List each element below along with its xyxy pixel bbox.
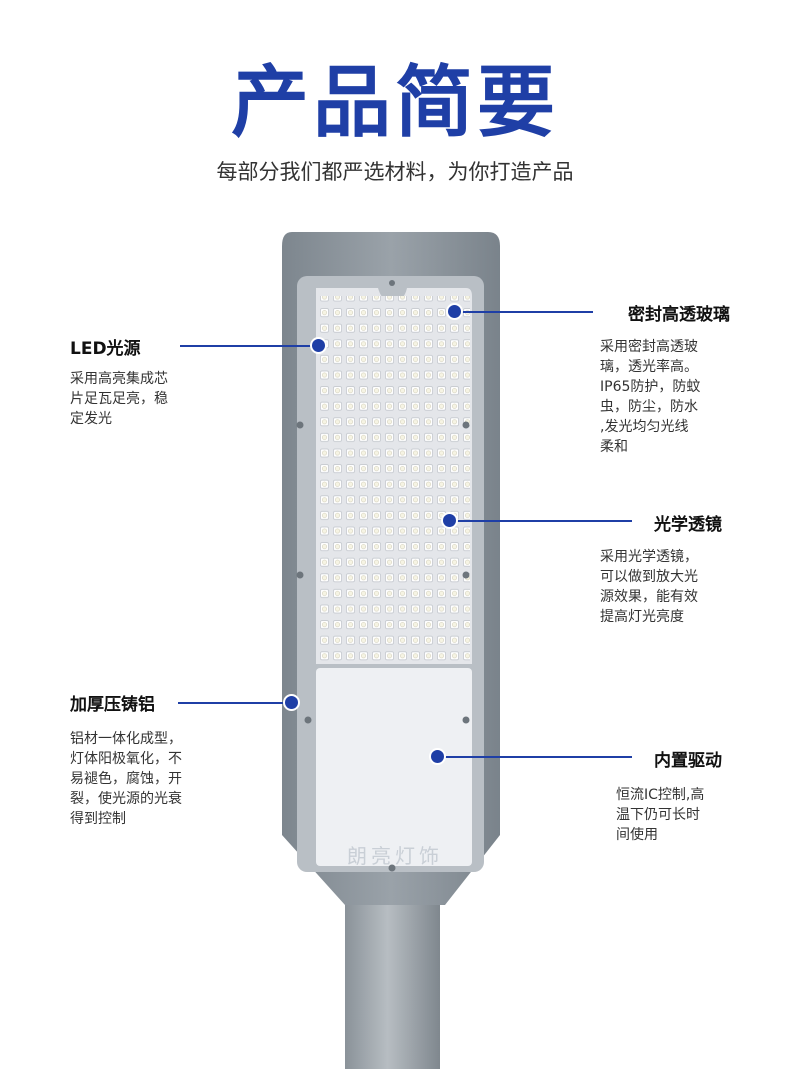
feature-glass: 密封高透玻璃 采用密封高透玻 璃，透光率高。 IP65防护，防蚊 虫，防尘，防水… <box>600 300 730 457</box>
connector-driver <box>438 756 632 758</box>
desc-line: 采用光学透镜， <box>600 549 698 565</box>
desc-line: 璃，透光率高。 <box>600 359 698 375</box>
connector-lens <box>450 520 632 522</box>
desc-line: 虫，防尘，防水 <box>600 399 698 415</box>
desc-line: 温下仍可长时 <box>616 807 700 823</box>
feature-aluminum: 加厚压铸铝 铝材一体化成型， 灯体阳极氧化，不 易褪色，腐蚀，开 裂，使光源的光… <box>70 690 230 829</box>
connector-led <box>180 345 320 347</box>
desc-line: IP65防护，防蚊 <box>600 379 701 395</box>
desc-line: 柔和 <box>600 439 628 455</box>
feature-lens: 光学透镜 采用光学透镜， 可以做到放大光 源效果，能有效 提高灯光亮度 <box>600 510 722 627</box>
marker-driver <box>429 748 446 765</box>
feature-driver-heading: 内置驱动 <box>654 751 722 771</box>
connector-aluminum <box>178 702 288 704</box>
desc-line: 铝材一体化成型， <box>70 731 182 747</box>
desc-line: 片足瓦足亮，稳 <box>70 391 168 407</box>
desc-line: 提高灯光亮度 <box>600 609 684 625</box>
desc-line: 间使用 <box>616 827 658 843</box>
marker-lens <box>441 512 458 529</box>
feature-aluminum-heading: 加厚压铸铝 <box>70 695 155 715</box>
desc-line: 裂，使光源的光衰 <box>70 791 182 807</box>
desc-line: 易褪色，腐蚀，开 <box>70 771 182 787</box>
feature-led-heading: LED光源 <box>70 339 141 359</box>
feature-glass-heading: 密封高透玻璃 <box>628 305 730 325</box>
feature-lens-heading: 光学透镜 <box>654 515 722 535</box>
desc-line: 定发光 <box>70 411 112 427</box>
desc-line: 采用高亮集成芯 <box>70 371 168 387</box>
page-title: 产品简要 <box>230 58 559 148</box>
desc-line: 灯体阳极氧化，不 <box>70 751 182 767</box>
brand-watermark: 朗亮灯饰 <box>347 844 443 868</box>
desc-line: 源效果，能有效 <box>600 589 698 605</box>
desc-line: ,发光均匀光线 <box>600 419 689 435</box>
feature-led: LED光源 采用高亮集成芯 片足瓦足亮，稳 定发光 <box>70 334 240 429</box>
desc-line: 可以做到放大光 <box>600 569 698 585</box>
feature-driver: 内置驱动 恒流IC控制,高 温下仍可长时 间使用 <box>616 746 722 845</box>
desc-line: 得到控制 <box>70 811 126 827</box>
feature-glass-description: 采用密封高透玻 璃，透光率高。 IP65防护，防蚊 虫，防尘，防水 ,发光均匀光… <box>600 337 730 457</box>
feature-aluminum-description: 铝材一体化成型， 灯体阳极氧化，不 易褪色，腐蚀，开 裂，使光源的光衰 得到控制 <box>70 729 230 829</box>
marker-glass <box>446 303 463 320</box>
marker-led <box>310 337 327 354</box>
desc-line: 采用密封高透玻 <box>600 339 698 355</box>
page-subtitle: 每部分我们都严选材料，为你打造产品 <box>216 160 574 184</box>
feature-lens-description: 采用光学透镜， 可以做到放大光 源效果，能有效 提高灯光亮度 <box>600 547 722 627</box>
desc-line: 恒流IC控制,高 <box>616 787 705 803</box>
connector-glass <box>455 311 593 313</box>
marker-aluminum <box>283 694 300 711</box>
feature-driver-description: 恒流IC控制,高 温下仍可长时 间使用 <box>616 785 722 845</box>
feature-led-description: 采用高亮集成芯 片足瓦足亮，稳 定发光 <box>70 369 240 429</box>
